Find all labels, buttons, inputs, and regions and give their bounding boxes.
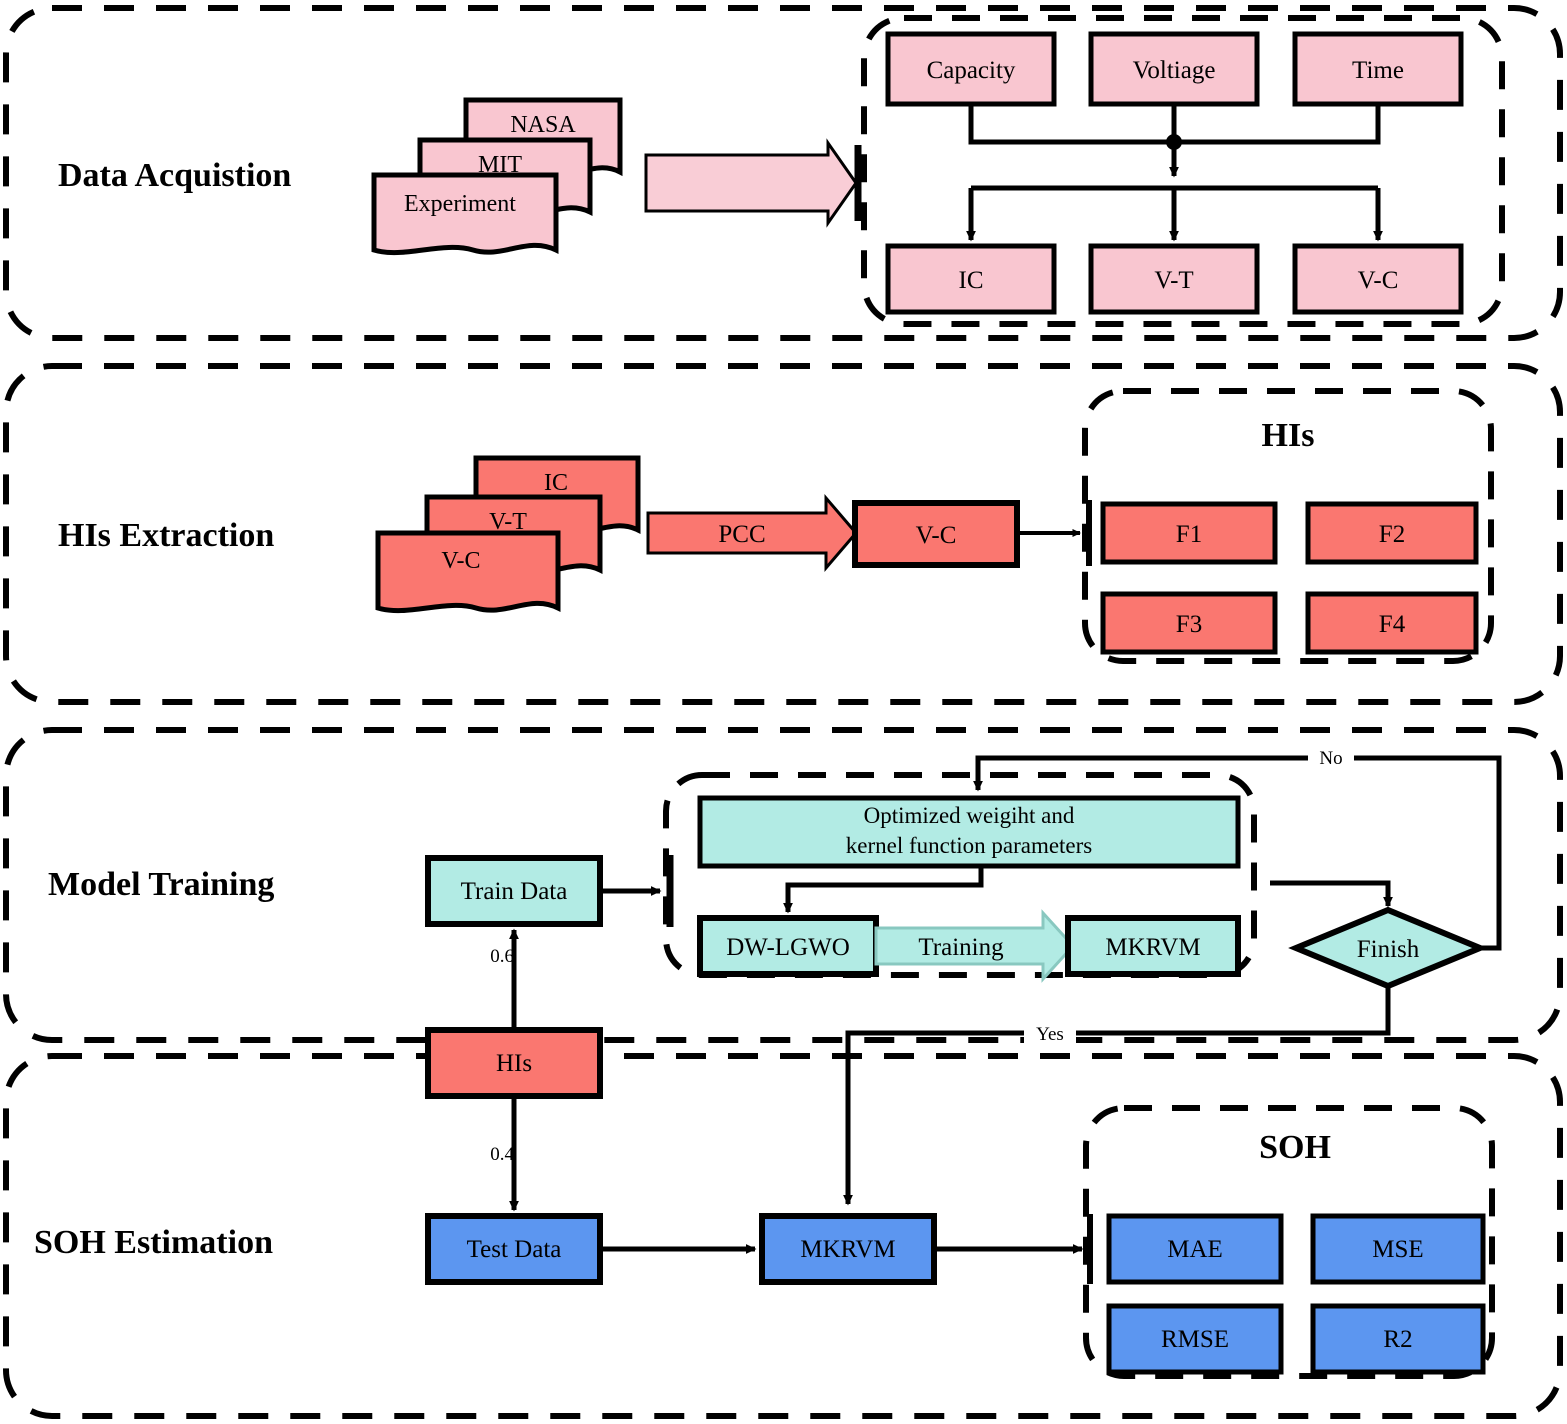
training-block-arrow (874, 909, 1076, 983)
section-title-model-training: Model Training (48, 866, 274, 903)
data-source-documents: NASA MIT Experiment (371, 97, 623, 256)
derived-box-vc-label: V-C (1358, 267, 1399, 294)
signal-box-time-label: Time (1352, 57, 1404, 84)
section-frame-soh-estimation (3, 1053, 1563, 1419)
signal-box-capacity-label: Capacity (927, 57, 1016, 84)
pcc-arrow-label: PCC (718, 521, 765, 548)
test-data-box-label: Test Data (467, 1236, 562, 1263)
derived-box-ic[interactable] (885, 243, 1057, 315)
algorithm-box-dwlgwo-label: DW-LGWO (726, 934, 850, 961)
his-doc-vc-label: V-C (441, 548, 480, 574)
section-frame-his-extraction (3, 363, 1563, 705)
soh-group-title: SOH (1259, 1129, 1331, 1166)
yes-label-bg (1024, 1021, 1076, 1045)
optimized-params-box[interactable] (697, 795, 1241, 869)
feature-box-f3[interactable] (1100, 591, 1278, 655)
source-doc-nasa-label: NASA (510, 112, 576, 138)
signal-box-voltage-label: Voltiage (1133, 57, 1216, 84)
split-test-label: 0.4 (490, 1144, 514, 1165)
his-doc-vc[interactable] (375, 530, 561, 614)
training-group-frame (663, 772, 1257, 978)
soh-group-frame (1083, 1105, 1495, 1379)
signal-box-capacity[interactable] (885, 31, 1057, 107)
mkrvm-train-box[interactable] (1065, 915, 1241, 977)
his-group-title: HIs (1262, 417, 1315, 454)
decision-yes-label: Yes (1036, 1024, 1064, 1045)
optimized-params-line1: Optimized weigiht and (864, 803, 1075, 828)
derived-box-vt-label: V-T (1154, 267, 1193, 294)
source-doc-experiment-label: Experiment (404, 191, 516, 217)
metric-box-mae-label: MAE (1167, 1236, 1223, 1263)
metric-box-r2-label: R2 (1383, 1326, 1412, 1353)
his-source-box-label: HIs (496, 1050, 532, 1077)
pcc-block-arrow (646, 493, 858, 573)
training-arrow-label: Training (918, 934, 1004, 961)
mkrvm-test-box[interactable] (759, 1213, 937, 1285)
section-frame-model-training (3, 727, 1563, 1043)
decision-no-path (973, 755, 1502, 951)
metric-box-rmse-label: RMSE (1161, 1326, 1229, 1353)
data-acquisition-block-arrow (644, 138, 858, 228)
his-doc-ic-label: IC (544, 470, 568, 496)
feature-box-f2[interactable] (1305, 501, 1479, 565)
optimized-params-line2: kernel function parameters (846, 833, 1093, 858)
section-title-his-extraction: HIs Extraction (58, 517, 274, 554)
data-acquisition-merge-bus (966, 104, 1383, 242)
group-to-decision-path (1270, 880, 1393, 908)
train-data-box-label: Train Data (461, 878, 568, 905)
his-feature-boxes: F1 F2 F3 F4 (1100, 501, 1479, 655)
his-selected-box-vc-label: V-C (916, 522, 957, 549)
feature-box-f1[interactable] (1100, 501, 1278, 565)
algorithm-box-dwlgwo[interactable] (697, 915, 879, 977)
derived-box-ic-label: IC (959, 267, 984, 294)
metric-box-r2[interactable] (1310, 1303, 1486, 1375)
mkrvm-train-box-label: MKRVM (1105, 934, 1200, 961)
section-title-data-acquisition: Data Acquistion (58, 157, 291, 194)
section-title-soh-estimation: SOH Estimation (34, 1224, 273, 1261)
feature-box-f4[interactable] (1305, 591, 1479, 655)
metric-box-mae[interactable] (1106, 1213, 1284, 1285)
soh-metric-boxes: MAE MSE RMSE R2 (1106, 1213, 1486, 1375)
feature-box-f2-label: F2 (1379, 521, 1405, 548)
feature-box-f1-label: F1 (1176, 521, 1202, 548)
params-to-algorithm-arrow (783, 866, 984, 914)
metric-box-mse-label: MSE (1372, 1236, 1423, 1263)
finish-decision-label: Finish (1357, 936, 1420, 963)
source-doc-experiment[interactable] (371, 172, 559, 256)
mkrvm-test-box-label: MKRVM (800, 1236, 895, 1263)
metric-box-rmse[interactable] (1106, 1303, 1284, 1375)
signal-box-time[interactable] (1292, 31, 1464, 107)
decision-yes-path (843, 986, 1391, 1206)
feature-box-f4-label: F4 (1379, 611, 1406, 638)
derived-box-vt[interactable] (1088, 243, 1260, 315)
derived-box-vc[interactable] (1292, 243, 1464, 315)
no-label-bg (1308, 745, 1354, 769)
feature-box-f3-label: F3 (1176, 611, 1202, 638)
his-group-frame (1082, 388, 1494, 664)
section-frame-data-acquisition (3, 5, 1563, 341)
split-train-label: 0.6 (490, 946, 514, 967)
data-acquisition-inner-frame (861, 15, 1505, 327)
derived-signal-boxes: IC V-T V-C (885, 243, 1464, 315)
decision-no-label: No (1319, 748, 1342, 769)
metric-box-mse[interactable] (1310, 1213, 1486, 1285)
signal-boxes: Capacity Voltiage Time (885, 31, 1464, 107)
section-frames (3, 5, 1563, 1419)
his-source-documents: IC V-T V-C (375, 455, 641, 614)
